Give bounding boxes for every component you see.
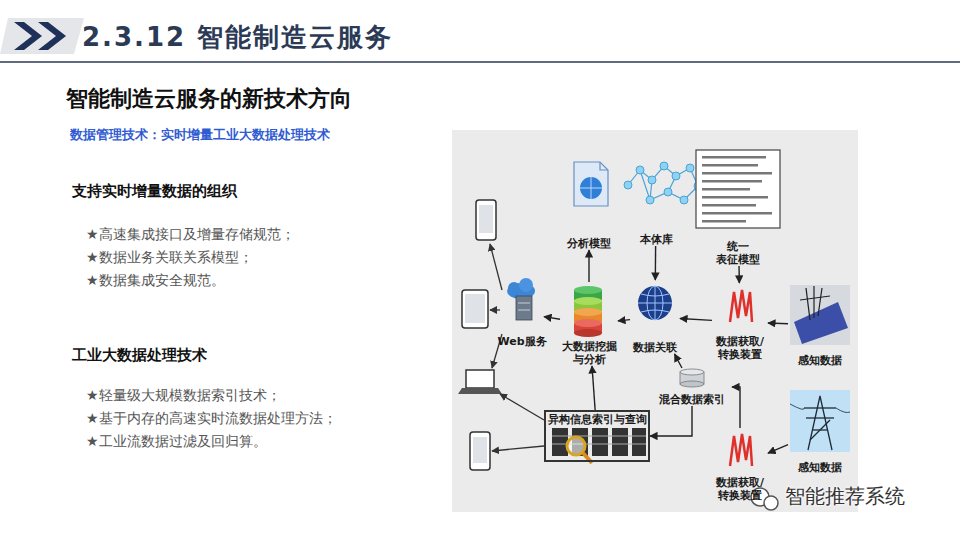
flow-arrow xyxy=(655,246,657,280)
section-heading: 智能制造云服务的新技术方向 xyxy=(66,84,352,114)
bullet-item: ★数据业务关联关系模型； xyxy=(86,249,253,267)
bullet-item: ★高速集成接口及增量存储规范； xyxy=(86,226,295,244)
node-label: 本体库 xyxy=(640,233,673,246)
flow-arrow xyxy=(768,445,788,454)
node-label: 数据获取/ 转换装置 xyxy=(712,476,768,502)
ontology-icon: 本体库 xyxy=(625,158,687,246)
flow-arrow xyxy=(680,318,712,320)
sensor-photo: 感知数据 xyxy=(788,283,852,367)
node-label: 感知数据 xyxy=(798,461,842,474)
flow-arrow xyxy=(588,250,589,282)
bullet-item: ★轻量级大规模数据索引技术； xyxy=(86,387,281,405)
sub-heading: 工业大数据处理技术 xyxy=(72,346,207,365)
representation-box: 统一 表征模型 xyxy=(693,148,783,266)
model-icon: 分析模型 xyxy=(560,158,618,250)
node-label: 感知数据 xyxy=(798,354,842,367)
header-decoration xyxy=(0,18,960,62)
bullet-item: ★工业流数据过滤及回归算。 xyxy=(86,433,267,451)
converter-icon: 数据获取/ 转换装置 xyxy=(712,283,768,361)
slide-title: 2.3.12 智能制造云服务 xyxy=(82,20,393,55)
flow-arrow xyxy=(675,354,682,368)
sensor-photo: 感知数据 xyxy=(788,388,852,474)
query-box: 异构信息索引与查询 xyxy=(544,410,650,462)
flow-arrow xyxy=(732,387,740,428)
node-label: 数据获取/ 转换装置 xyxy=(712,335,768,361)
flow-arrow xyxy=(738,266,740,283)
flow-arrow xyxy=(768,322,788,324)
service-icon: Web服务 xyxy=(500,278,544,348)
watermark: 智能推荐系统 xyxy=(785,483,905,510)
flow-arrow xyxy=(544,317,560,320)
node-label: 统一 表征模型 xyxy=(713,240,763,266)
topic-line: 数据管理技术：实时增量工业大数据处理技术 xyxy=(70,126,330,144)
analytics-icon: 大数据挖掘 与分析 xyxy=(560,282,618,366)
sub-heading: 支持实时增量数据的组织 xyxy=(72,182,237,201)
bullet-item: ★数据集成安全规范。 xyxy=(86,272,225,290)
flow-arrow xyxy=(592,366,595,410)
node-label: 大数据挖掘 与分析 xyxy=(560,340,618,366)
bullet-item: ★基于内存的高速实时流数据处理方法； xyxy=(86,410,337,428)
flow-arrow xyxy=(618,320,630,321)
node-label: 分析模型 xyxy=(567,237,611,250)
photo-illustration xyxy=(452,130,858,512)
node-label: Web服务 xyxy=(497,335,546,348)
index-icon: 混合数据索引 xyxy=(652,368,732,406)
node-label: 混合数据索引 xyxy=(659,393,725,406)
association-icon: 数据关联 xyxy=(630,280,680,354)
converter-icon: 数据获取/ 转换装置 xyxy=(712,428,768,502)
flow-arrow xyxy=(650,406,692,436)
node-label: 数据关联 xyxy=(633,341,677,354)
node-label: 异构信息索引与查询 xyxy=(548,413,647,426)
